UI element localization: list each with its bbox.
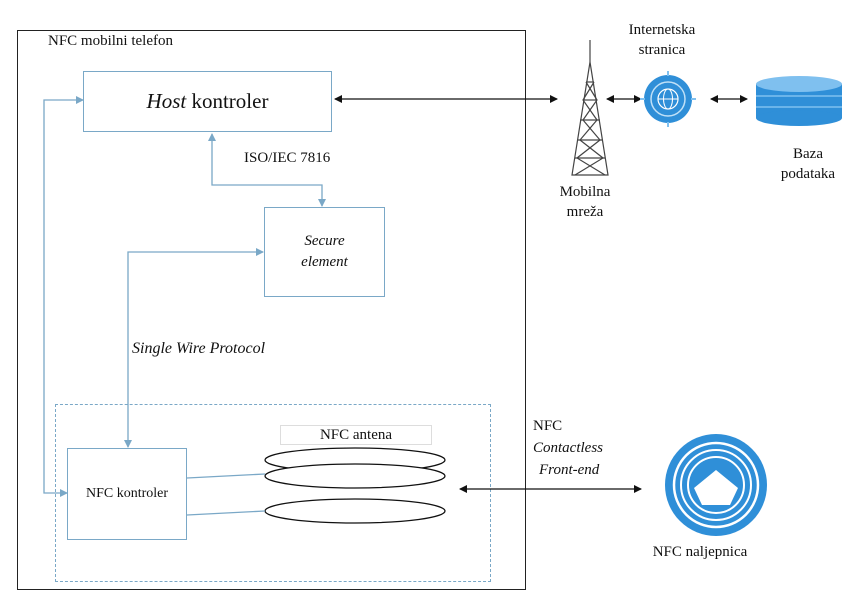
nfc-controller-label: NFC kontroler bbox=[85, 486, 169, 501]
globe-icon bbox=[640, 71, 696, 127]
contactless-line1: NFC bbox=[533, 418, 563, 434]
database-icon bbox=[756, 76, 842, 126]
phone-frame bbox=[17, 30, 526, 590]
tower-icon bbox=[571, 40, 609, 176]
contactless-line3: Front-end bbox=[539, 462, 600, 478]
secure-element-box: Secure element bbox=[264, 207, 385, 297]
mobile-network-label: Mobilna mreža bbox=[545, 182, 625, 222]
website-line1: Internetska bbox=[628, 22, 696, 38]
database-label: Baza podataka bbox=[770, 144, 846, 184]
antenna-coil-2 bbox=[264, 463, 446, 489]
phone-title: NFC mobilni telefon bbox=[48, 33, 173, 49]
mobile-network-line2: mreža bbox=[566, 204, 604, 220]
host-controller-label: kontroler bbox=[186, 89, 269, 113]
website-label: Internetska stranica bbox=[612, 20, 712, 60]
secure-element-line2: element bbox=[301, 254, 348, 270]
host-secure-connector bbox=[208, 133, 326, 207]
database-line1: Baza bbox=[793, 146, 823, 162]
secure-element-line1: Secure bbox=[304, 233, 345, 249]
antenna-coil-3 bbox=[264, 498, 446, 524]
host-controller-box: Host kontroler bbox=[83, 71, 332, 132]
antenna-label: NFC antena bbox=[280, 425, 432, 445]
controller-antenna-link-2 bbox=[186, 510, 266, 516]
database-line2: podataka bbox=[780, 166, 836, 182]
contactless-line2: Contactless bbox=[533, 440, 603, 456]
feedback-connector bbox=[43, 96, 84, 497]
website-line2: stranica bbox=[638, 42, 686, 58]
nfc-tag-label: NFC naljepnica bbox=[652, 544, 748, 560]
swp-connector bbox=[124, 248, 264, 448]
host-controller-italic: Host bbox=[146, 89, 187, 113]
mobile-network-line1: Mobilna bbox=[559, 184, 611, 200]
nfc-tag-icon bbox=[665, 434, 767, 536]
controller-antenna-link-1 bbox=[186, 473, 266, 479]
